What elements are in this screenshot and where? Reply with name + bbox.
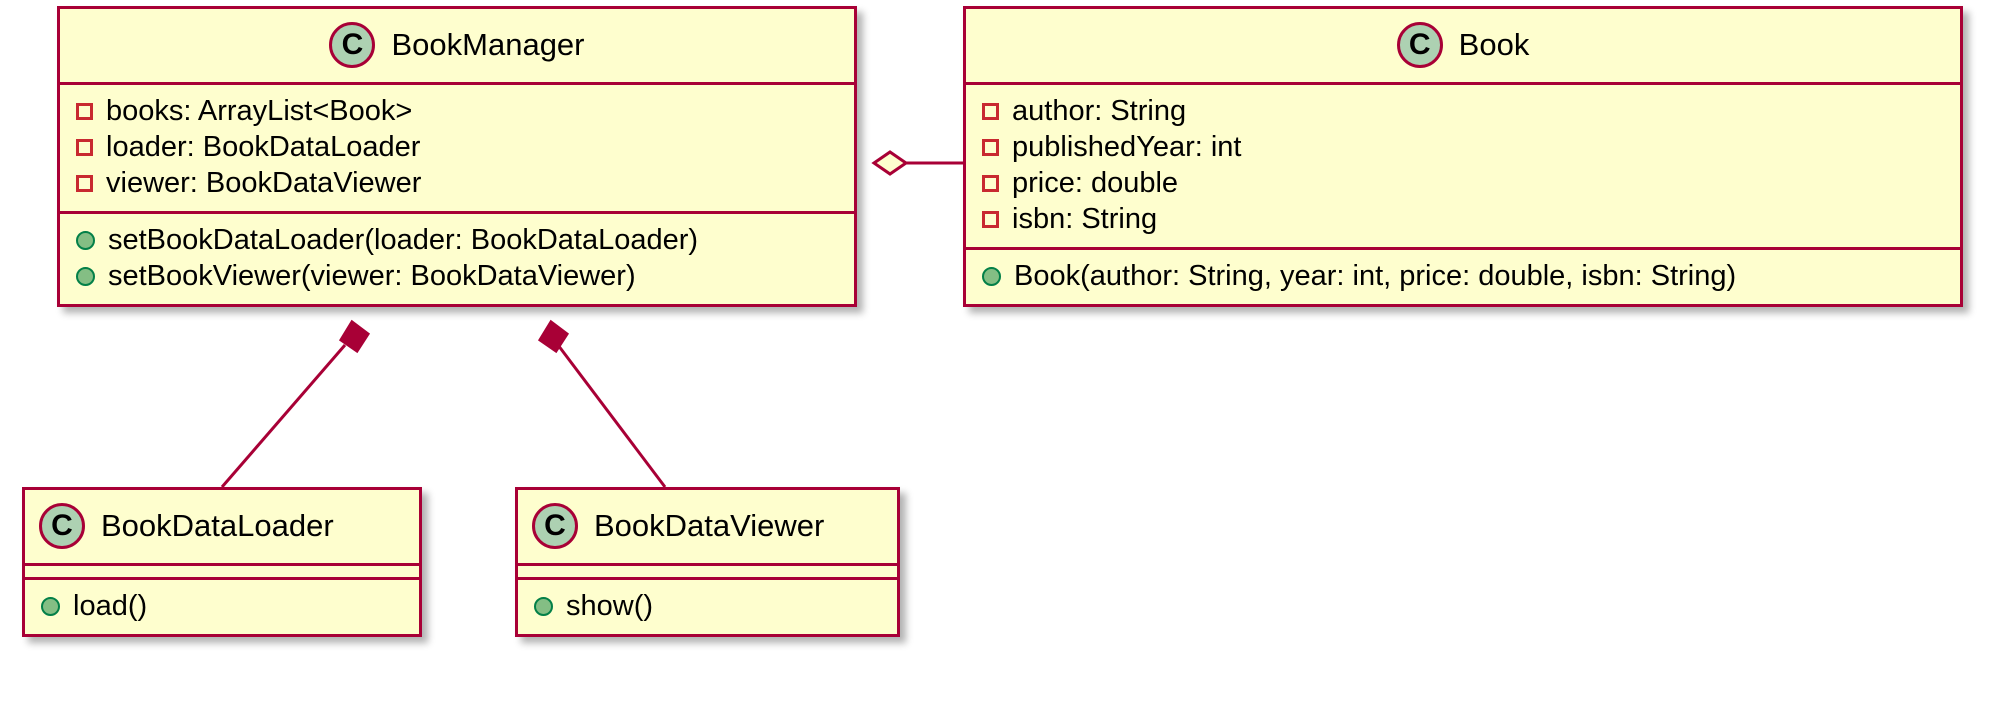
- class-title: BookManager: [391, 27, 585, 62]
- attribute-label: isbn: String: [1012, 202, 1158, 235]
- attribute-row: price: double: [982, 165, 1950, 201]
- methods-compartment: Book(author: String, year: int, price: d…: [966, 247, 1960, 304]
- attribute-label: books: ArrayList<Book>: [106, 94, 413, 127]
- attribute-label: author: String: [1012, 94, 1187, 127]
- method-label: Book(author: String, year: int, price: d…: [1014, 259, 1737, 292]
- private-marker-icon: [76, 174, 93, 192]
- class-box-bookdataloader[interactable]: C BookDataLoader load(): [22, 487, 422, 637]
- methods-compartment: load(): [25, 577, 419, 634]
- class-stereotype-icon: C: [532, 503, 578, 549]
- method-row: setBookViewer(viewer: BookDataViewer): [76, 258, 844, 294]
- attribute-label: loader: BookDataLoader: [106, 130, 421, 163]
- attribute-label: viewer: BookDataViewer: [106, 166, 422, 199]
- class-stereotype-icon: C: [39, 503, 85, 549]
- private-marker-icon: [982, 210, 999, 228]
- methods-compartment: setBookDataLoader(loader: BookDataLoader…: [60, 211, 854, 304]
- attributes-compartment: [518, 563, 897, 577]
- class-box-book[interactable]: C Book author: String publishedYear: int…: [963, 6, 1963, 307]
- attribute-row: publishedYear: int: [982, 129, 1950, 165]
- class-box-bookdataviewer[interactable]: C BookDataViewer show(): [515, 487, 900, 637]
- public-marker-icon: [982, 266, 1001, 286]
- hollow-diamond-icon: [871, 150, 909, 176]
- method-row: load(): [41, 588, 409, 624]
- method-label: load(): [73, 589, 148, 622]
- attributes-compartment: books: ArrayList<Book> loader: BookDataL…: [60, 82, 854, 211]
- attribute-row: isbn: String: [982, 201, 1950, 237]
- relationship-bookmanager-bookdataviewer: [537, 319, 667, 488]
- private-marker-icon: [982, 102, 999, 120]
- method-row: Book(author: String, year: int, price: d…: [982, 258, 1950, 294]
- class-header-bookdataviewer: C BookDataViewer: [518, 490, 897, 563]
- class-title: BookDataViewer: [594, 508, 825, 543]
- private-marker-icon: [76, 138, 93, 156]
- method-label: show(): [566, 589, 654, 622]
- attribute-row: books: ArrayList<Book>: [76, 93, 844, 129]
- method-row: setBookDataLoader(loader: BookDataLoader…: [76, 222, 844, 258]
- class-box-bookmanager[interactable]: C BookManager books: ArrayList<Book> loa…: [57, 6, 857, 307]
- attribute-row: author: String: [982, 93, 1950, 129]
- private-marker-icon: [982, 174, 999, 192]
- filled-diamond-icon: [338, 319, 371, 354]
- filled-diamond-icon: [537, 319, 570, 354]
- class-title: BookDataLoader: [101, 508, 334, 543]
- methods-compartment: show(): [518, 577, 897, 634]
- public-marker-icon: [76, 266, 95, 286]
- attribute-label: publishedYear: int: [1012, 130, 1242, 163]
- class-header-bookdataloader: C BookDataLoader: [25, 490, 419, 563]
- attributes-compartment: [25, 563, 419, 577]
- public-marker-icon: [41, 596, 60, 616]
- class-header-bookmanager: C BookManager: [60, 9, 854, 82]
- class-stereotype-icon: C: [1396, 22, 1443, 68]
- public-marker-icon: [76, 230, 95, 250]
- attributes-compartment: author: String publishedYear: int price:…: [966, 82, 1960, 247]
- relationship-bookmanager-book: [871, 150, 963, 176]
- private-marker-icon: [76, 102, 93, 120]
- class-header-book: C Book: [966, 9, 1960, 82]
- method-row: show(): [534, 588, 887, 624]
- attribute-row: loader: BookDataLoader: [76, 129, 844, 165]
- public-marker-icon: [534, 596, 553, 616]
- attribute-row: viewer: BookDataViewer: [76, 165, 844, 201]
- relationship-bookmanager-bookdataloader: [220, 319, 371, 488]
- private-marker-icon: [982, 138, 999, 156]
- class-stereotype-icon: C: [329, 22, 376, 68]
- method-label: setBookDataLoader(loader: BookDataLoader…: [108, 223, 699, 256]
- attribute-label: price: double: [1012, 166, 1179, 199]
- class-title: Book: [1458, 27, 1530, 62]
- method-label: setBookViewer(viewer: BookDataViewer): [108, 259, 636, 292]
